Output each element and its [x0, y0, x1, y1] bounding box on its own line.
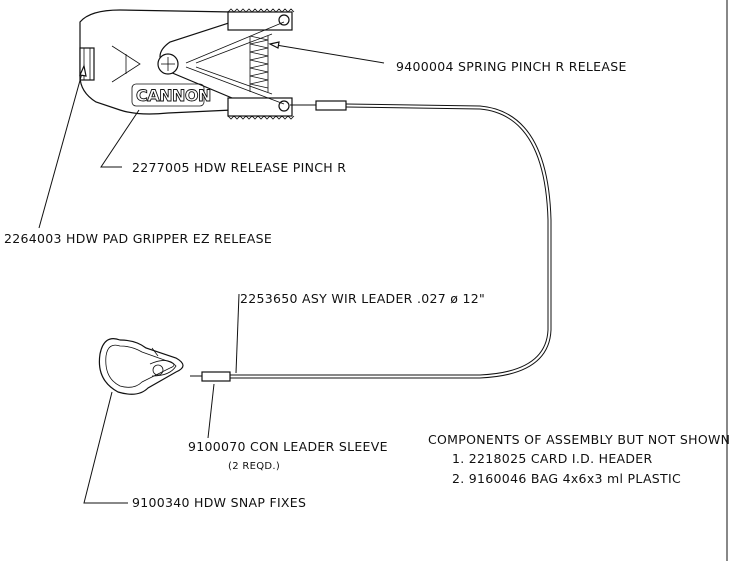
callout-snap: 9100340 HDW SNAP FIXES: [132, 495, 306, 510]
wire-leader: [190, 100, 552, 382]
callout-release-pinch: 2277005 HDW RELEASE PINCH R: [132, 160, 346, 175]
cannon-logo-plate: [131, 83, 205, 107]
pinch-release-clip: CANNON: [79, 8, 295, 120]
leader-line-wire: [235, 293, 240, 374]
leader-line-snap: [83, 391, 128, 504]
coil-spring: [249, 35, 269, 89]
leader-sleeve-upper: [315, 100, 347, 111]
leader-lines: [38, 41, 385, 504]
callout-leader-sleeve-qty: (2 REQD.): [228, 461, 280, 472]
cannon-logo: CANNON: [136, 86, 211, 105]
callout-spring-pinch: 9400004 SPRING PINCH R RELEASE: [396, 59, 627, 74]
leader-line-spring: [269, 43, 385, 64]
notes-item: 1. 2218025 CARD I.D. HEADER: [452, 451, 653, 466]
leader-line-release-pinch: [100, 109, 140, 168]
leader-line-pad-gripper: [38, 65, 85, 229]
leader-line-sleeve: [207, 383, 215, 439]
notes-heading: COMPONENTS OF ASSEMBLY BUT NOT SHOWN: [428, 432, 730, 447]
callout-leader-sleeve: 9100070 CON LEADER SLEEVE: [188, 439, 388, 454]
callout-wire-leader: 2253650 ASY WIR LEADER .027 ø 12": [240, 291, 485, 306]
leader-sleeve-lower: [201, 371, 231, 382]
snap-fastener: [98, 338, 184, 395]
notes-item: 2. 9160046 BAG 4x6x3 ml PLASTIC: [452, 471, 681, 486]
callout-pad-gripper: 2264003 HDW PAD GRIPPER EZ RELEASE: [4, 231, 272, 246]
